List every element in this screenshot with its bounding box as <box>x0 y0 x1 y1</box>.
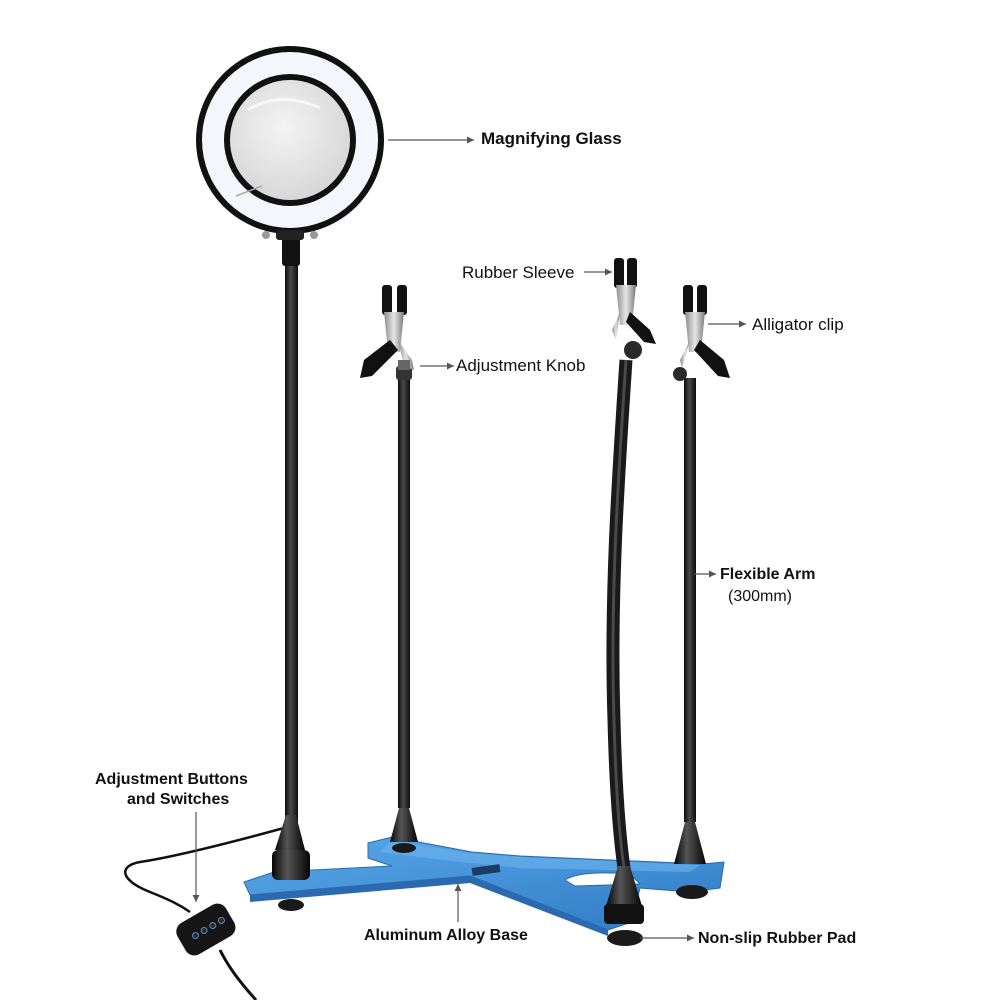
label-adjustment-buttons-line1: Adjustment Buttons <box>95 771 248 788</box>
flexible-arm-3 <box>673 367 706 864</box>
label-aluminum-base: Aluminum Alloy Base <box>364 927 528 944</box>
label-alligator-clip: Alligator clip <box>752 315 844 334</box>
label-flexible-arm-length: (300mm) <box>728 588 793 605</box>
alligator-clip-2 <box>612 258 656 344</box>
annotation-arrows <box>192 136 746 942</box>
label-adjustment-buttons-line2: and Switches <box>127 791 230 808</box>
label-flexible-arm: Flexible Arm <box>720 566 816 583</box>
flexible-arm-1 <box>390 366 418 842</box>
label-adjustment-knob: Adjustment Knob <box>456 356 586 375</box>
label-rubber-sleeve: Rubber Sleeve <box>462 263 575 282</box>
magnifying-glass-ring <box>196 46 384 240</box>
alligator-clip-1 <box>360 285 414 378</box>
magnifier-arm <box>272 236 310 880</box>
rubber-pads <box>278 843 708 946</box>
label-magnifying-glass: Magnifying Glass <box>481 129 622 148</box>
alligator-clip-3 <box>680 285 730 378</box>
aluminum-base <box>243 836 725 936</box>
label-rubber-pad: Non-slip Rubber Pad <box>698 930 857 947</box>
power-cable <box>124 826 285 1000</box>
flexible-arm-2 <box>604 341 644 924</box>
control-box <box>176 903 236 956</box>
